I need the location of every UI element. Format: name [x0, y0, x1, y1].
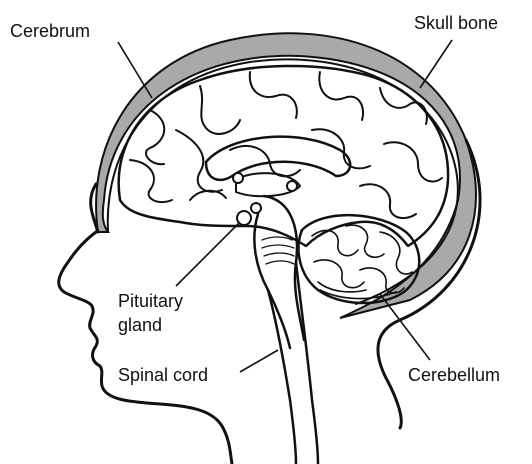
spinal-cord-front: [268, 290, 296, 464]
skull-bone-leader: [420, 40, 452, 88]
spinal-cord-leader: [240, 350, 278, 372]
cerebrum-outline: [119, 66, 448, 246]
label-pituitary-line2: gland: [118, 314, 162, 336]
pons-texture: [262, 237, 294, 264]
cerebrum-leader: [118, 42, 152, 98]
label-spinal-cord: Spinal cord: [118, 364, 208, 386]
brain-stem: [264, 196, 304, 340]
label-cerebrum: Cerebrum: [10, 20, 90, 42]
spinal-cord: [296, 262, 318, 464]
label-cerebellum: Cerebellum: [408, 364, 500, 386]
label-skull-bone: Skull bone: [414, 12, 498, 34]
label-pituitary-line1: Pituitary: [118, 290, 183, 312]
pituitary-leader: [176, 222, 240, 286]
cerebrum-folds: [130, 72, 442, 218]
